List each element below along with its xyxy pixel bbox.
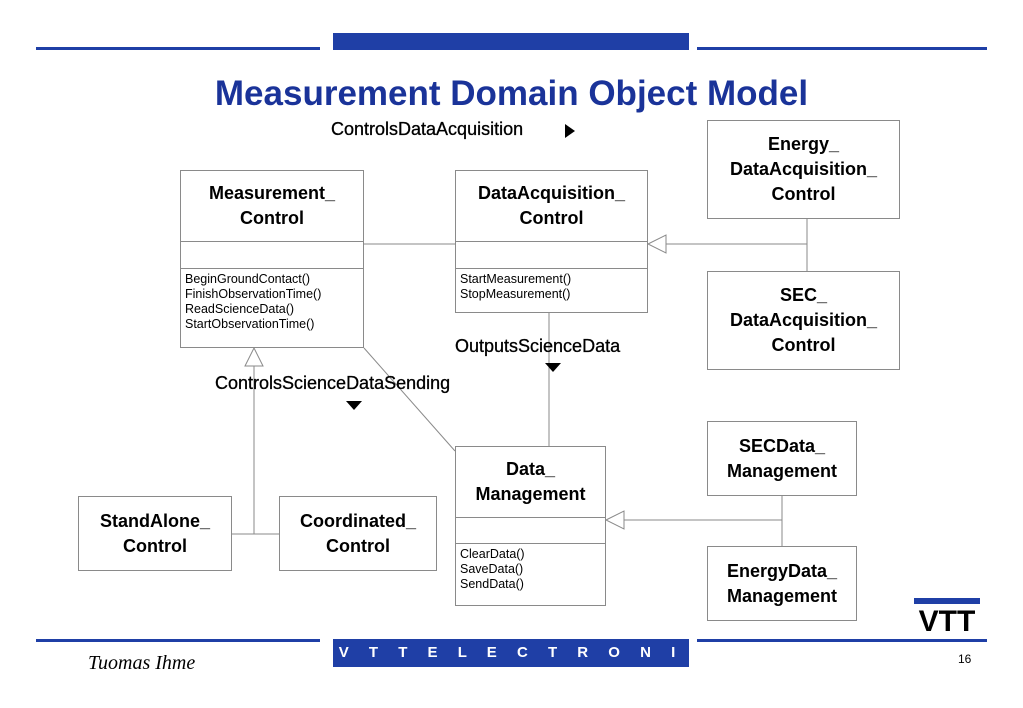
- class-name: DataAcquisition_ Control: [477, 183, 626, 228]
- page-title: Measurement Domain Object Model: [214, 74, 809, 113]
- gen-arrow-data-management: [604, 510, 625, 530]
- operation: StartMeasurement(): [460, 272, 572, 286]
- footer-company-band: V T T E L E C T R O N I C S: [333, 639, 689, 689]
- operations-compartment: StartMeasurement() StopMeasurement(): [456, 268, 647, 305]
- class-standalone-control: StandAlone_ Control: [78, 496, 232, 571]
- assoc-line-controls-science-data-sending: [363, 347, 456, 452]
- attributes-compartment: [456, 241, 647, 268]
- class-energy-data-management: EnergyData_ Management: [707, 546, 857, 621]
- attributes-compartment: [181, 241, 363, 268]
- assoc-label-controls-science-data-sending: ControlsScienceDataSending: [215, 373, 451, 393]
- header-rule-right: [697, 47, 987, 50]
- vtt-logo-icon: VTT: [914, 598, 980, 634]
- header-rule-left: [36, 47, 320, 50]
- footer-rule-right: [697, 639, 987, 642]
- class-name: Data_ Management: [475, 459, 586, 504]
- class-measurement-control: Measurement_ Control BeginGroundContact(…: [180, 170, 364, 348]
- footer-rule-left: [36, 639, 320, 642]
- assoc-label-outputs-science-data: OutputsScienceData: [455, 336, 621, 356]
- operation: BeginGroundContact(): [185, 272, 311, 286]
- operations-compartment: BeginGroundContact() FinishObservationTi…: [181, 268, 363, 335]
- operation: ReadScienceData(): [185, 302, 295, 316]
- operation: SaveData(): [460, 562, 524, 576]
- operation: SendData(): [460, 577, 524, 591]
- class-energy-data-acquisition-control: Energy_ DataAcquisition_ Control: [707, 120, 900, 219]
- operation: StartObservationTime(): [185, 317, 315, 331]
- footer-author: Tuomas Ihme: [88, 652, 196, 674]
- operations-compartment: ClearData() SaveData() SendData(): [456, 543, 605, 595]
- page-number: 16: [958, 652, 972, 666]
- assoc-label-controls-data-acquisition: ControlsDataAcquisition: [331, 119, 524, 139]
- gen-arrow-data-acquisition: [646, 234, 667, 254]
- attributes-compartment: [456, 517, 605, 543]
- logo-text: VTT: [919, 605, 976, 634]
- class-coordinated-control: Coordinated_ Control: [279, 496, 437, 571]
- class-data-management: Data_ Management ClearData() SaveData() …: [455, 446, 606, 606]
- operation: FinishObservationTime(): [185, 287, 322, 301]
- header-bar-center: [333, 33, 689, 50]
- direction-arrow-down-icon: [545, 363, 561, 372]
- class-sec-data-acquisition-control: SEC_ DataAcquisition_ Control: [707, 271, 900, 370]
- class-sec-data-management: SECData_ Management: [707, 421, 857, 496]
- class-name: Measurement_ Control: [208, 183, 336, 228]
- operation: StopMeasurement(): [460, 287, 571, 301]
- gen-arrow-measurement-control: [244, 346, 264, 367]
- direction-arrow-right-icon: [565, 124, 575, 138]
- operation: ClearData(): [460, 547, 525, 561]
- class-data-acquisition-control: DataAcquisition_ Control StartMeasuremen…: [455, 170, 648, 313]
- direction-arrow-down-icon-2: [346, 401, 362, 410]
